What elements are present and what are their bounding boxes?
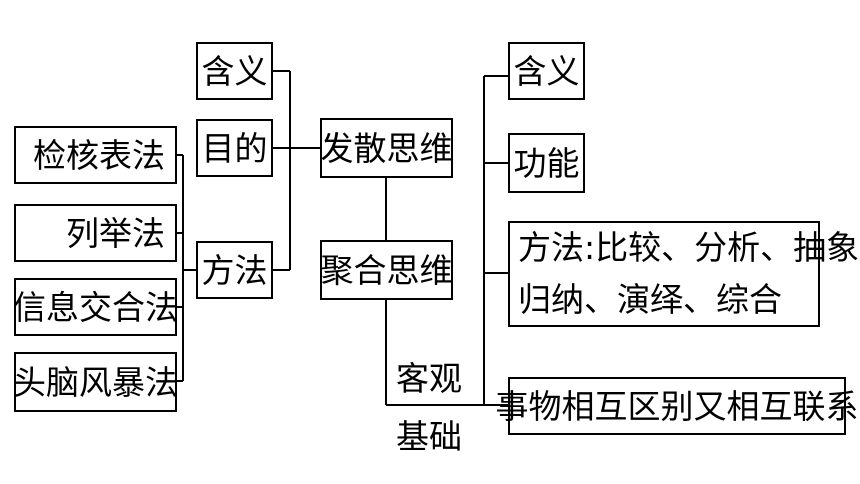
convergent-function-label: 功能	[513, 143, 580, 183]
divergent-purpose-label: 目的	[201, 128, 268, 168]
convergent-method-line1: 方法:比较、分析、抽象、	[518, 228, 860, 267]
method-brainstorm-label: 头脑风暴法	[13, 362, 178, 402]
method-brainstorm-box: 头脑风暴法	[13, 352, 178, 412]
divergent-meaning-label: 含义	[201, 51, 268, 91]
convergent-thinking-label: 聚合思维	[320, 250, 453, 290]
objective-basis-label: 事物相互区别又相互联系	[495, 386, 859, 426]
convergent-function-box: 功能	[508, 133, 585, 193]
method-checklist-box: 检核表法	[14, 126, 177, 184]
objective-label-line2: 基础	[396, 417, 462, 456]
divergent-thinking-label: 发散思维	[320, 128, 453, 168]
convergent-meaning-box: 含义	[508, 42, 585, 100]
convergent-method-line2: 归纳、演绎、综合	[518, 280, 782, 319]
method-listing-label: 列举法	[66, 213, 165, 253]
convergent-meaning-label: 含义	[513, 51, 580, 91]
method-info-crossing-label: 信息交合法	[13, 287, 178, 327]
divergent-method-box: 方法	[196, 241, 273, 299]
divergent-purpose-box: 目的	[196, 119, 273, 177]
objective-basis-box: 事物相互区别又相互联系	[496, 377, 859, 435]
method-checklist-label: 检核表法	[33, 135, 165, 175]
method-listing-box: 列举法	[14, 204, 177, 262]
convergent-thinking-box: 聚合思维	[320, 240, 453, 300]
objective-label-line1: 客观	[396, 359, 462, 398]
convergent-method-box: 方法:比较、分析、抽象、 归纳、演绎、综合	[508, 221, 860, 327]
divergent-meaning-box: 含义	[196, 42, 273, 100]
divergent-thinking-box: 发散思维	[320, 118, 453, 178]
method-info-crossing-box: 信息交合法	[13, 278, 178, 336]
divergent-method-label: 方法	[201, 250, 268, 290]
